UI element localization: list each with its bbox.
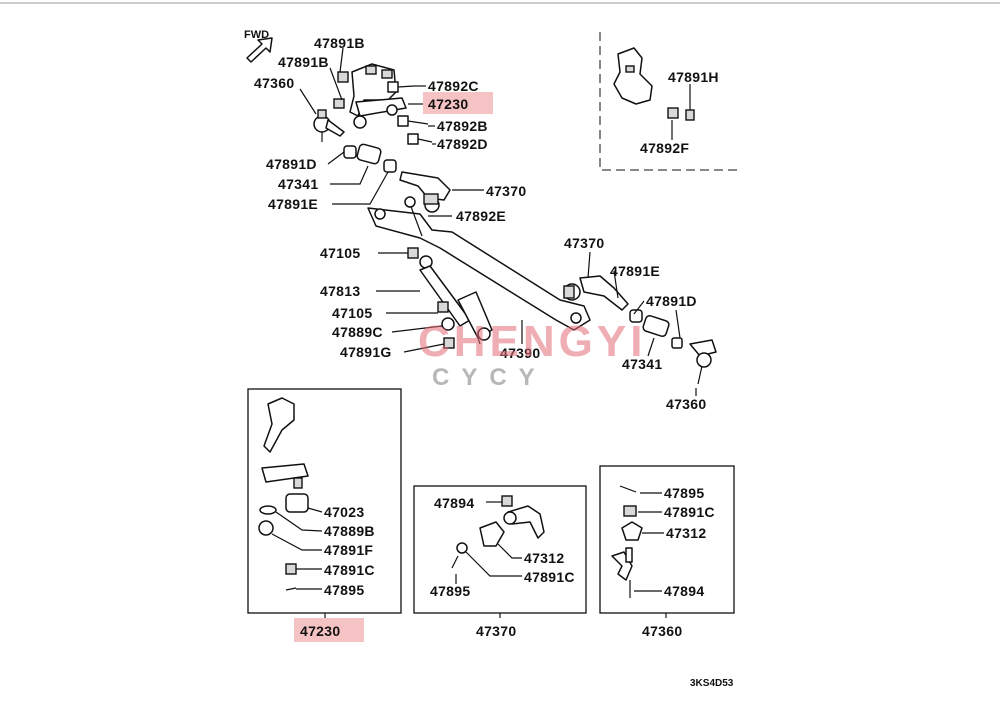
label-47891b-top: 47891B	[314, 35, 365, 51]
box-47230-leaders	[271, 507, 326, 618]
box-47360-parts	[611, 485, 643, 598]
box-47370-title: 47370	[476, 623, 516, 639]
label-47105-b: 47105	[332, 305, 372, 321]
nut-47891b	[337, 71, 349, 83]
label-47891b: 47891B	[278, 54, 329, 70]
watermark-sub: CYCY	[432, 364, 547, 391]
drawing-code: 3KS4D53	[690, 678, 734, 689]
label-47341-left: 47341	[278, 176, 318, 192]
box-47230-title: 47230	[300, 623, 340, 639]
relay-rod	[367, 196, 591, 331]
highlight-47230-main	[423, 92, 493, 114]
box-47370-parts	[451, 495, 545, 569]
label-47891d-left: 47891D	[266, 156, 317, 172]
box-47360-frame	[599, 465, 735, 614]
label-47370-right: 47370	[564, 235, 604, 251]
label-47891d-right: 47891D	[646, 293, 697, 309]
bolts-47892	[387, 81, 433, 145]
nut-47891g	[443, 337, 455, 349]
label-47889c: 47889C	[332, 324, 383, 340]
nut-47891b-2	[333, 98, 345, 109]
box-47360-leaders	[634, 492, 667, 618]
label-47891c-box2: 47891C	[524, 569, 575, 585]
fwd-arrow-icon	[246, 37, 273, 63]
label-47813: 47813	[320, 283, 360, 299]
nut-47105-a	[407, 247, 419, 259]
label-47360-left: 47360	[254, 75, 294, 91]
box-47230-frame	[247, 388, 402, 614]
label-47895-box3: 47895	[664, 485, 704, 501]
label-47892f: 47892F	[640, 140, 689, 156]
fwd-label: FWD	[244, 29, 269, 41]
idler-arm-bracket	[349, 63, 407, 129]
label-47341-right: 47341	[622, 356, 662, 372]
label-47891h: 47891H	[668, 69, 719, 85]
highlight-47230-box	[294, 618, 364, 642]
label-47892e: 47892E	[456, 208, 506, 224]
inset-bracket	[613, 47, 695, 121]
tie-rod-right	[563, 275, 629, 311]
label-47895-box1: 47895	[324, 582, 364, 598]
label-47895-box2: 47895	[430, 583, 470, 599]
watermark-main: CHENGYI	[418, 317, 646, 366]
leader-lines-main	[299, 47, 697, 396]
box-47370-leaders	[455, 501, 522, 618]
inset-bracket-frame	[599, 32, 738, 171]
adjusting-sleeve-lower	[629, 309, 683, 349]
label-47894-box2: 47894	[434, 495, 474, 511]
label-47370-upper: 47370	[486, 183, 526, 199]
label-47390: 47390	[500, 345, 540, 361]
box-47230-parts	[258, 397, 309, 591]
tie-rod-end-right	[689, 339, 717, 385]
nut-47105-b	[437, 301, 449, 313]
label-47891e-right: 47891E	[610, 263, 660, 279]
label-47892d: 47892D	[437, 136, 488, 152]
label-47894-box3: 47894	[664, 583, 704, 599]
label-47023: 47023	[324, 504, 364, 520]
label-47891c-box1: 47891C	[324, 562, 375, 578]
label-47892b: 47892B	[437, 118, 488, 134]
label-47891e-left: 47891E	[268, 196, 318, 212]
label-47889b: 47889B	[324, 523, 375, 539]
label-47891f: 47891F	[324, 542, 373, 558]
label-47230-main: 47230	[428, 96, 468, 112]
washer-47889c	[441, 317, 455, 331]
label-47312-box3: 47312	[666, 525, 706, 541]
label-47892c: 47892C	[428, 78, 479, 94]
box-47360-title: 47360	[642, 623, 682, 639]
label-47105-a: 47105	[320, 245, 360, 261]
label-47891g: 47891G	[340, 344, 392, 360]
tie-rod-upper	[399, 171, 451, 213]
label-47891c-box3: 47891C	[664, 504, 715, 520]
label-47312-box2: 47312	[524, 550, 564, 566]
tie-rod-end-left	[313, 109, 345, 142]
label-47360-right: 47360	[666, 396, 706, 412]
adjusting-sleeve-upper	[343, 143, 397, 173]
